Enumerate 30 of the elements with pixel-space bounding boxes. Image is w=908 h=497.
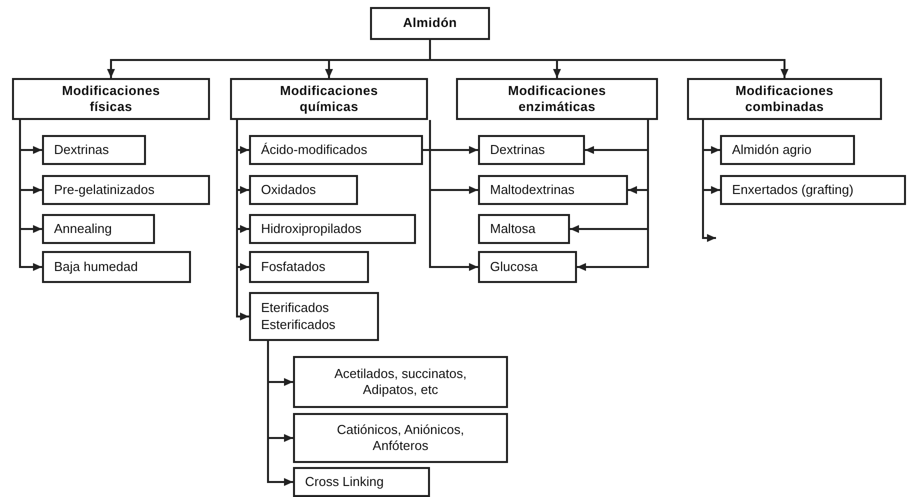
item-box: Acetilados, succinatos, Adipatos, etc <box>293 356 508 408</box>
item-box: Pre-gelatinizados <box>42 175 210 205</box>
item-box: Dextrinas <box>478 135 585 165</box>
item-box: Eterificados Esterificados <box>249 292 379 341</box>
item-box: Ácido-modificados <box>249 135 423 165</box>
arrow <box>423 146 478 154</box>
arrow <box>429 120 478 271</box>
item-box: Annealing <box>42 214 155 244</box>
category-box: Modificaciones químicas <box>230 78 428 120</box>
category-box: Modificaciones físicas <box>12 78 210 120</box>
item-box: Dextrinas <box>42 135 146 165</box>
item-box: Glucosa <box>478 251 577 283</box>
item-box: Baja humedad <box>42 251 191 283</box>
item-box: Enxertados (grafting) <box>720 175 906 205</box>
arrow <box>19 120 42 271</box>
category-box: Almidón <box>370 7 490 40</box>
arrow <box>702 120 716 242</box>
arrow <box>577 120 649 271</box>
item-box: Cross Linking <box>293 467 430 497</box>
category-box: Modificaciones enzimáticas <box>456 78 658 120</box>
arrow <box>429 40 788 78</box>
item-box: Hidroxipropilados <box>249 214 416 244</box>
item-box: Almidón agrio <box>720 135 855 165</box>
item-box: Fosfatados <box>249 251 369 283</box>
category-box: Modificaciones combinadas <box>687 78 882 120</box>
item-box: Catiónicos, Aniónicos, Anfóteros <box>293 413 508 463</box>
item-box: Oxidados <box>249 175 358 205</box>
item-box: Maltosa <box>478 214 570 244</box>
arrow <box>236 120 249 320</box>
item-box: Maltodextrinas <box>478 175 628 205</box>
